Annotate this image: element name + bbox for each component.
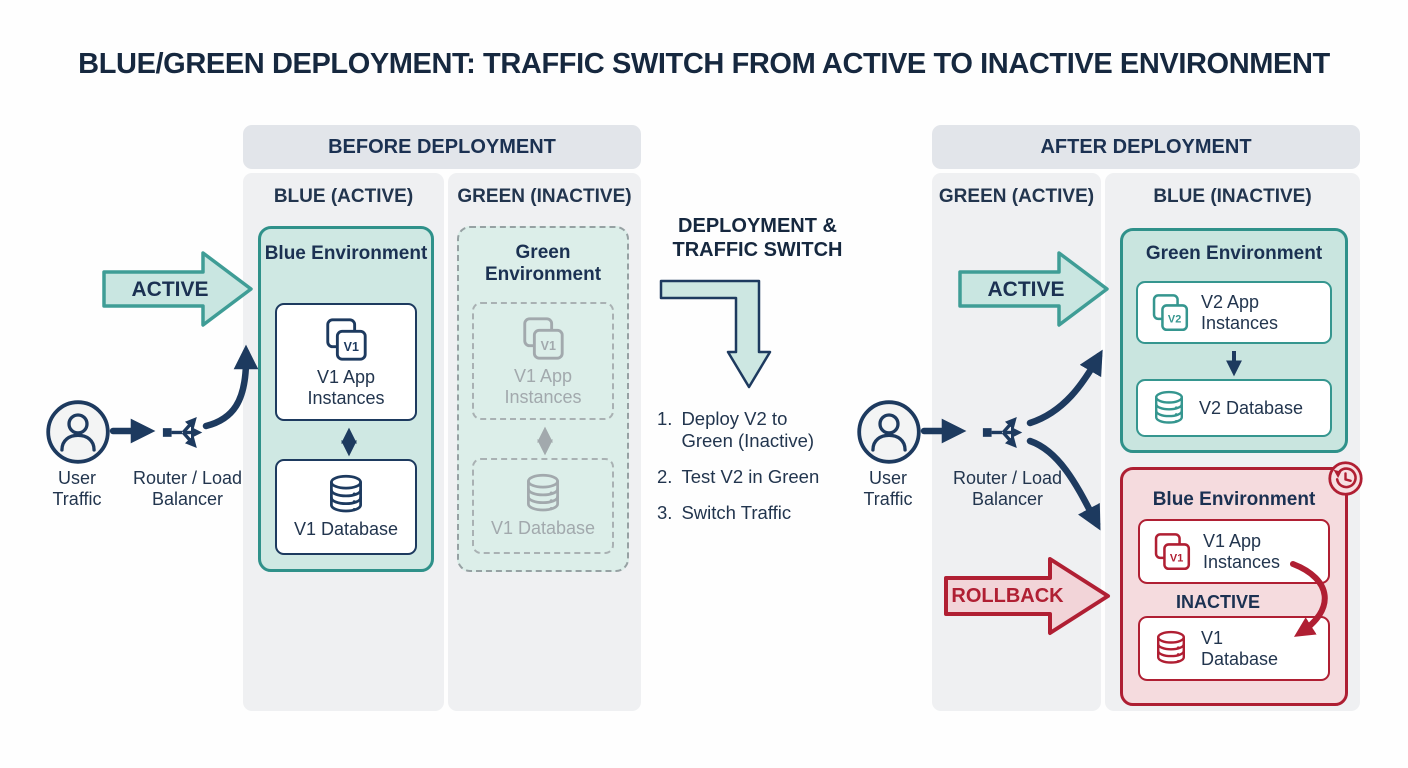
v1-database-card-inactive: V1 Database bbox=[472, 458, 614, 554]
active-label: ACTIVE bbox=[131, 278, 209, 301]
active-traffic-block-arrow bbox=[102, 251, 253, 327]
before-panel-header: BEFORE DEPLOYMENT bbox=[243, 125, 641, 169]
app-card-label: V2 App Instances bbox=[1201, 291, 1279, 333]
blue-environment-title: Blue Environment bbox=[1152, 489, 1316, 510]
user-traffic-label: User Traffic bbox=[52, 468, 102, 509]
user-traffic-label: User Traffic bbox=[863, 468, 913, 509]
app-instances-icon: V2 bbox=[1152, 293, 1189, 331]
before-column-green-label: GREEN (INACTIVE) bbox=[457, 186, 632, 207]
app-instances-icon: V1 bbox=[523, 316, 564, 360]
database-icon bbox=[330, 474, 362, 513]
v1-app-instances-card: V1 V1 App Instances bbox=[1138, 519, 1330, 584]
step-1: 1. Deploy V2 to Green (Inactive) bbox=[657, 408, 815, 451]
after-column-blue-label: BLUE (INACTIVE) bbox=[1153, 186, 1312, 207]
app-instances-icon: V1 bbox=[1154, 532, 1191, 570]
elbow-arrow-icon bbox=[659, 279, 772, 389]
v1-app-instances-card: V1 V1 App Instances bbox=[275, 303, 417, 421]
svg-text:V1: V1 bbox=[344, 340, 359, 354]
database-icon bbox=[527, 473, 559, 512]
after-panel-header: AFTER DEPLOYMENT bbox=[932, 125, 1360, 169]
db-card-label: V1 Database bbox=[1201, 627, 1279, 669]
v1-app-instances-card-inactive: V1 V1 App Instances bbox=[472, 302, 614, 420]
active-traffic-block-arrow bbox=[958, 251, 1109, 327]
inactive-status-label: INACTIVE bbox=[1175, 592, 1260, 612]
green-environment-box-after: Green Environment V2 V2 App Instances bbox=[1120, 228, 1348, 453]
user-traffic-icon bbox=[46, 400, 110, 464]
step-2: 2. Test V2 in Green bbox=[657, 466, 820, 487]
user-traffic-icon bbox=[857, 400, 921, 464]
data-sync-curved-arrow-icon bbox=[1290, 561, 1328, 637]
down-arrow-icon bbox=[1226, 351, 1242, 377]
app-instances-icon: V1 bbox=[326, 317, 367, 361]
blue-environment-box-after: Blue Environment V1 V1 App Instances INA… bbox=[1120, 467, 1348, 706]
blue-environment-title: Blue Environment bbox=[264, 243, 428, 264]
rollback-block-arrow bbox=[944, 557, 1110, 635]
database-icon bbox=[1155, 390, 1183, 424]
v1-database-card: V1 Database bbox=[275, 459, 417, 555]
app-card-label: V1 App Instances bbox=[307, 366, 385, 408]
transition-heading: DEPLOYMENT & TRAFFIC SWITCH bbox=[672, 215, 843, 261]
v2-database-card: V2 Database bbox=[1136, 379, 1332, 437]
bidirectional-arrow-icon-inactive bbox=[537, 426, 553, 456]
db-card-label: V1 Database bbox=[293, 519, 399, 539]
step-3: 3. Switch Traffic bbox=[657, 502, 792, 523]
page-title: BLUE/GREEN DEPLOYMENT: TRAFFIC SWITCH FR… bbox=[78, 48, 1330, 80]
app-card-label: V1 App Instances bbox=[1203, 530, 1281, 572]
db-card-label: V2 Database bbox=[1199, 397, 1304, 418]
before-column-blue-label: BLUE (ACTIVE) bbox=[273, 186, 414, 207]
green-environment-title: Green Environment bbox=[484, 242, 602, 285]
app-card-label: V1 App Instances bbox=[504, 365, 582, 407]
database-icon bbox=[1157, 630, 1185, 664]
rollback-label: ROLLBACK bbox=[951, 584, 1064, 607]
green-environment-title: Green Environment bbox=[1145, 243, 1323, 264]
v2-app-instances-card: V2 V2 App Instances bbox=[1136, 281, 1332, 344]
svg-text:V2: V2 bbox=[1168, 313, 1181, 325]
router-load-balancer-label: Router / Load Balancer bbox=[132, 468, 243, 509]
rollback-history-icon bbox=[1328, 461, 1363, 496]
green-environment-box-before: Green Environment V1 V1 App Instances bbox=[457, 226, 629, 572]
blue-environment-box-before: Blue Environment V1 V1 App Instances bbox=[258, 226, 434, 572]
after-column-green-label: GREEN (ACTIVE) bbox=[938, 186, 1095, 207]
router-load-balancer-icon bbox=[982, 416, 1023, 449]
db-card-label: V1 Database bbox=[490, 518, 596, 538]
active-label: ACTIVE bbox=[987, 278, 1065, 301]
svg-text:V1: V1 bbox=[1170, 552, 1183, 564]
svg-text:V1: V1 bbox=[541, 339, 556, 353]
transition-steps: 1. Deploy V2 to Green (Inactive) 2. Test… bbox=[657, 408, 847, 538]
router-load-balancer-icon bbox=[162, 416, 203, 449]
bidirectional-arrow-icon bbox=[341, 427, 357, 457]
router-load-balancer-label: Router / Load Balancer bbox=[952, 468, 1063, 509]
